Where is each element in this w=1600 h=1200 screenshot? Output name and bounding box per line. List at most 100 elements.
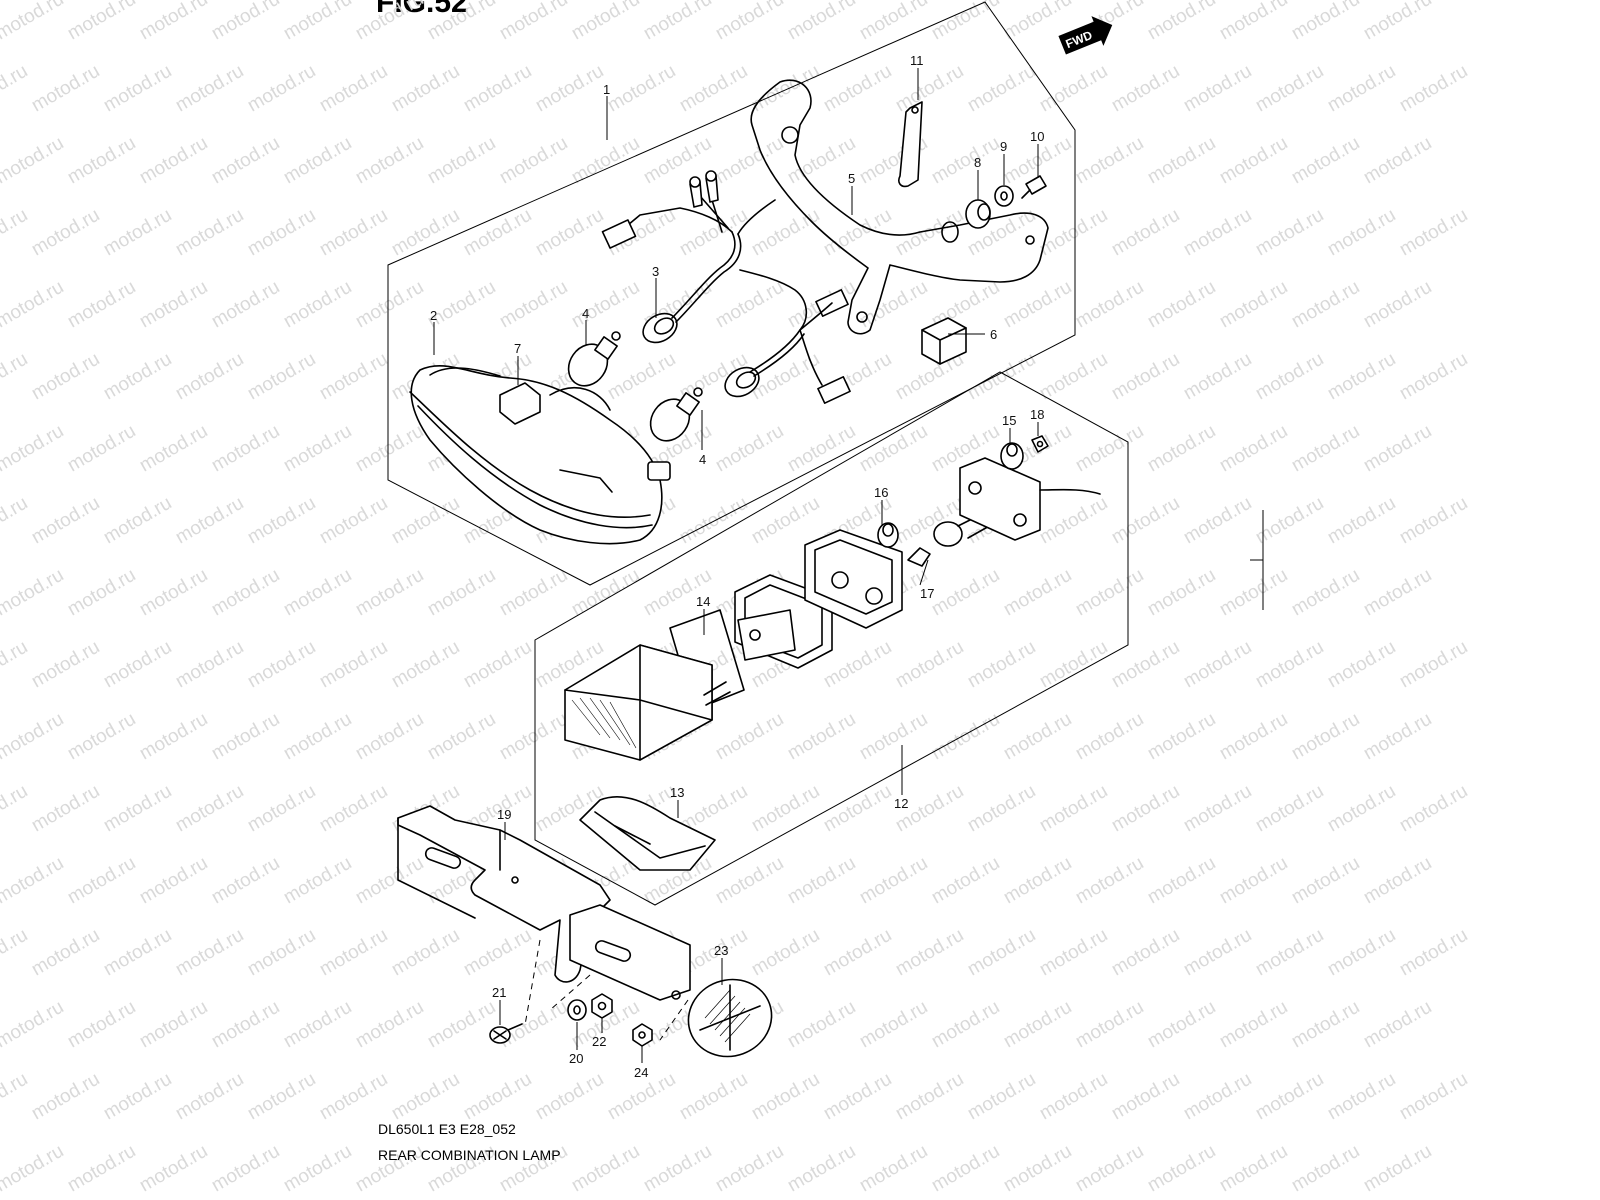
callout-13: 13 [670,785,684,800]
callout-14: 14 [696,594,710,609]
watermark-text: motod.ru [172,925,247,981]
watermark-text: motod.ru [1180,205,1255,261]
watermark-text: motod.ru [424,277,499,333]
watermark-text: motod.ru [352,565,427,621]
watermark-text: motod.ru [1360,1141,1435,1197]
watermark-text: motod.ru [1252,925,1327,981]
watermark-text: motod.ru [100,205,175,261]
watermark-text: motod.ru [316,1069,391,1125]
watermark-text: motod.ru [64,565,139,621]
watermark-text: motod.ru [1108,493,1183,549]
watermark-text: motod.ru [1144,709,1219,765]
lamp-cover [579,795,716,871]
watermark-text: motod.ru [856,0,931,44]
watermark-text: motod.ru [748,781,823,837]
watermark-text: motod.ru [856,853,931,909]
figure-title: FIG.52 [376,0,468,19]
watermark-text: motod.ru [28,61,103,117]
watermark-text: motod.ru [1396,1069,1471,1125]
watermark-text: motod.ru [1216,997,1291,1053]
callout-15: 15 [1002,413,1016,428]
watermark-text: motod.ru [136,1141,211,1197]
watermark-text: motod.ru [136,0,211,44]
watermark-text: motod.ru [784,709,859,765]
watermark-text: motod.ru [64,133,139,189]
watermark-text: motod.ru [1180,637,1255,693]
callout-3: 3 [652,264,659,279]
watermark-text: motod.ru [64,277,139,333]
watermark-text: motod.ru [712,421,787,477]
watermark-text: motod.ru [280,853,355,909]
mounting-nut [591,993,613,1019]
watermark-text: motod.ru [244,637,319,693]
watermark-text: motod.ru [1144,565,1219,621]
watermark-text: motod.ru [712,709,787,765]
callout-23: 23 [714,943,728,958]
watermark-text: motod.ru [0,565,67,621]
watermark-text: motod.ru [352,709,427,765]
watermark-text: motod.ru [388,925,463,981]
watermark-text: motod.ru [1144,133,1219,189]
watermark-text: motod.ru [604,61,679,117]
watermark-text: motod.ru [0,61,31,117]
watermark-text: motod.ru [928,853,1003,909]
watermark-text: motod.ru [1000,853,1075,909]
watermark-text: motod.ru [1072,853,1147,909]
watermark-text: motod.ru [784,421,859,477]
watermark-text: motod.ru [1360,853,1435,909]
fwd-arrow-icon: FWD [1058,16,1113,55]
watermark-text: motod.ru [1288,421,1363,477]
watermark-text: motod.ru [136,709,211,765]
watermark-text: motod.ru [1360,997,1435,1053]
watermark-text: motod.ru [1252,61,1327,117]
watermark-text: motod.ru [856,709,931,765]
watermark-text: motod.ru [388,637,463,693]
watermark-text: motod.ru [0,493,31,549]
assembly-12-boundary [534,371,1129,906]
watermark-text: motod.ru [748,493,823,549]
callout-21: 21 [492,985,506,1000]
watermark-text: motod.ru [748,205,823,261]
watermark-text: motod.ru [1180,493,1255,549]
watermark-text: motod.ru [0,781,31,837]
watermark-text: motod.ru [280,997,355,1053]
watermark-text: motod.ru [1072,133,1147,189]
watermark-text: motod.ru [568,565,643,621]
watermark-text: motod.ru [1360,0,1435,44]
round-reflector [687,978,773,1058]
watermark-text: motod.ru [568,0,643,44]
watermark-text: motod.ru [784,1141,859,1197]
watermark-text: motod.ru [928,709,1003,765]
watermark-text: motod.ru [244,925,319,981]
watermark-text: motod.ru [1396,925,1471,981]
watermark-text: motod.ru [928,997,1003,1053]
watermark-text: motod.ru [784,997,859,1053]
model-code: DL650L1 E3 E28_052 [378,1121,516,1137]
callouts: 1 2 3 4 4 5 6 7 8 9 10 11 12 13 14 15 16… [430,53,1044,1080]
tail-lamp-housing [409,365,671,545]
watermark-text: motod.ru [1180,349,1255,405]
watermark-text: motod.ru [1396,205,1471,261]
watermark-text: motod.ru [1180,781,1255,837]
watermark-text: motod.ru [1216,277,1291,333]
watermark-text: motod.ru [1108,205,1183,261]
watermark-text: motod.ru [0,853,67,909]
callout-5: 5 [848,171,855,186]
watermark-text: motod.ru [1288,1141,1363,1197]
watermark-text: motod.ru [928,565,1003,621]
watermark-text: motod.ru [712,1141,787,1197]
watermark-text: motod.ru [1144,421,1219,477]
callout-6: 6 [990,327,997,342]
watermark-text: motod.ru [1180,925,1255,981]
watermark-text: motod.ru [1360,709,1435,765]
watermark-text: motod.ru [1360,421,1435,477]
watermark-text: motod.ru [496,133,571,189]
watermark-text: motod.ru [352,133,427,189]
watermark-text: motod.ru [748,61,823,117]
watermark-text: motod.ru [388,61,463,117]
watermark-text: motod.ru [100,493,175,549]
watermark-text: motod.ru [136,277,211,333]
watermark-text: motod.ru [244,781,319,837]
callout-7: 7 [514,341,521,356]
watermark-text: motod.ru [568,1141,643,1197]
